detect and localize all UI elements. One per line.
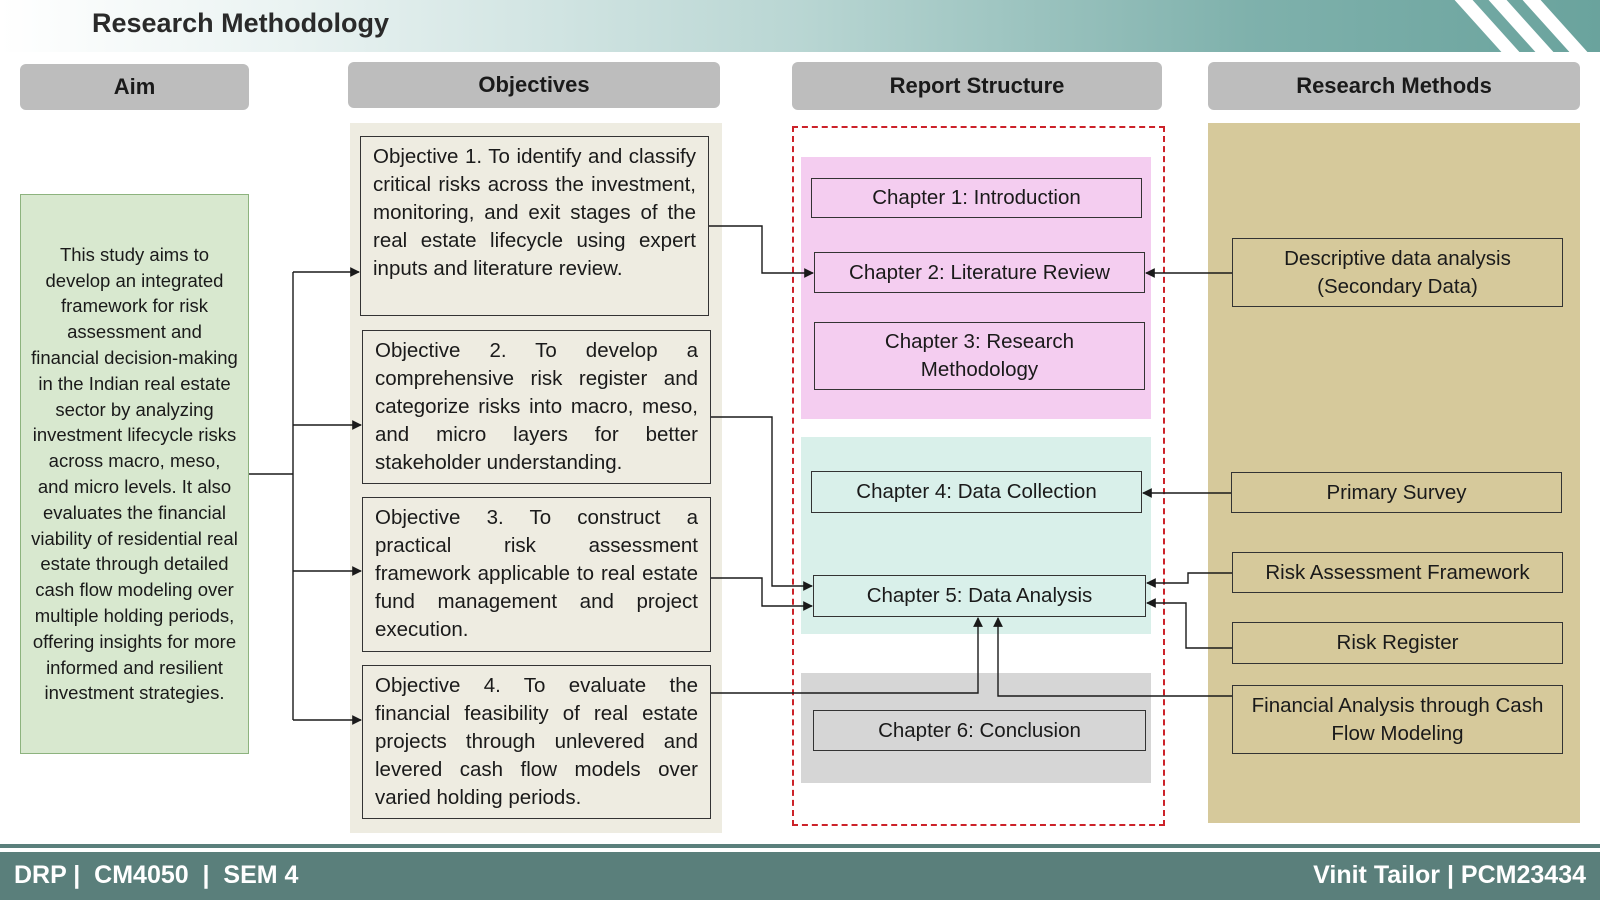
chapter-1-box: Chapter 1: Introduction [811, 178, 1142, 218]
footer-course-info: DRP | CM4050 | SEM 4 [14, 861, 299, 889]
aim-box: This study aims to develop an integrated… [20, 194, 249, 754]
method-risk-assessment-framework-box: Risk Assessment Framework [1232, 552, 1563, 593]
header-objectives: Objectives [348, 62, 720, 108]
objective-2-to-chapter-5-arrow [711, 416, 813, 591]
footer-divider [0, 844, 1600, 848]
chapter-4-box: Chapter 4: Data Collection [811, 471, 1142, 513]
chapter-3-box: Chapter 3: Research Methodology [814, 322, 1145, 390]
method-primary-survey-box: Primary Survey [1231, 472, 1562, 513]
page-title: Research Methodology [92, 8, 390, 38]
chapter-2-box: Chapter 2: Literature Review [814, 252, 1145, 293]
footer-bar: DRP | CM4050 | SEM 4 Vinit Tailor | PCM2… [0, 852, 1600, 900]
objective-4-to-chapter-5-arrow [711, 617, 983, 694]
objective-1-to-chapter-2-arrow [709, 225, 814, 278]
aim-text: This study aims to develop an integrated… [31, 243, 238, 704]
report-structure-frame [792, 126, 1165, 826]
objective-3-box: Objective 3. To construct a practical ri… [362, 497, 711, 652]
objective-2-box: Objective 2. To develop a comprehensive … [362, 330, 711, 484]
chapter-6-box: Chapter 6: Conclusion [813, 710, 1146, 751]
framework-to-chapter-5-arrow [1146, 572, 1232, 588]
objective-3-to-chapter-5-arrow [711, 577, 813, 611]
cashflow-to-chapter-5-arrow [993, 617, 1232, 697]
method-descriptive-analysis-box: Descriptive data analysis (Secondary Dat… [1232, 238, 1563, 307]
method-risk-register-box: Risk Register [1232, 622, 1563, 664]
header-research-methods: Research Methods [1208, 62, 1580, 110]
register-to-chapter-5-arrow [1146, 598, 1232, 649]
header-report-structure: Report Structure [792, 62, 1162, 110]
header-aim: Aim [20, 64, 249, 110]
objective-1-box: Objective 1. To identify and classify cr… [360, 136, 709, 316]
chapter-5-box: Chapter 5: Data Analysis [813, 575, 1146, 617]
method-cash-flow-modeling-box: Financial Analysis through Cash Flow Mod… [1232, 685, 1563, 754]
title-banner [0, 0, 1600, 52]
footer-author-info: Vinit Tailor | PCM23434 [1313, 861, 1586, 889]
objective-4-box: Objective 4. To evaluate the financial f… [362, 665, 711, 819]
